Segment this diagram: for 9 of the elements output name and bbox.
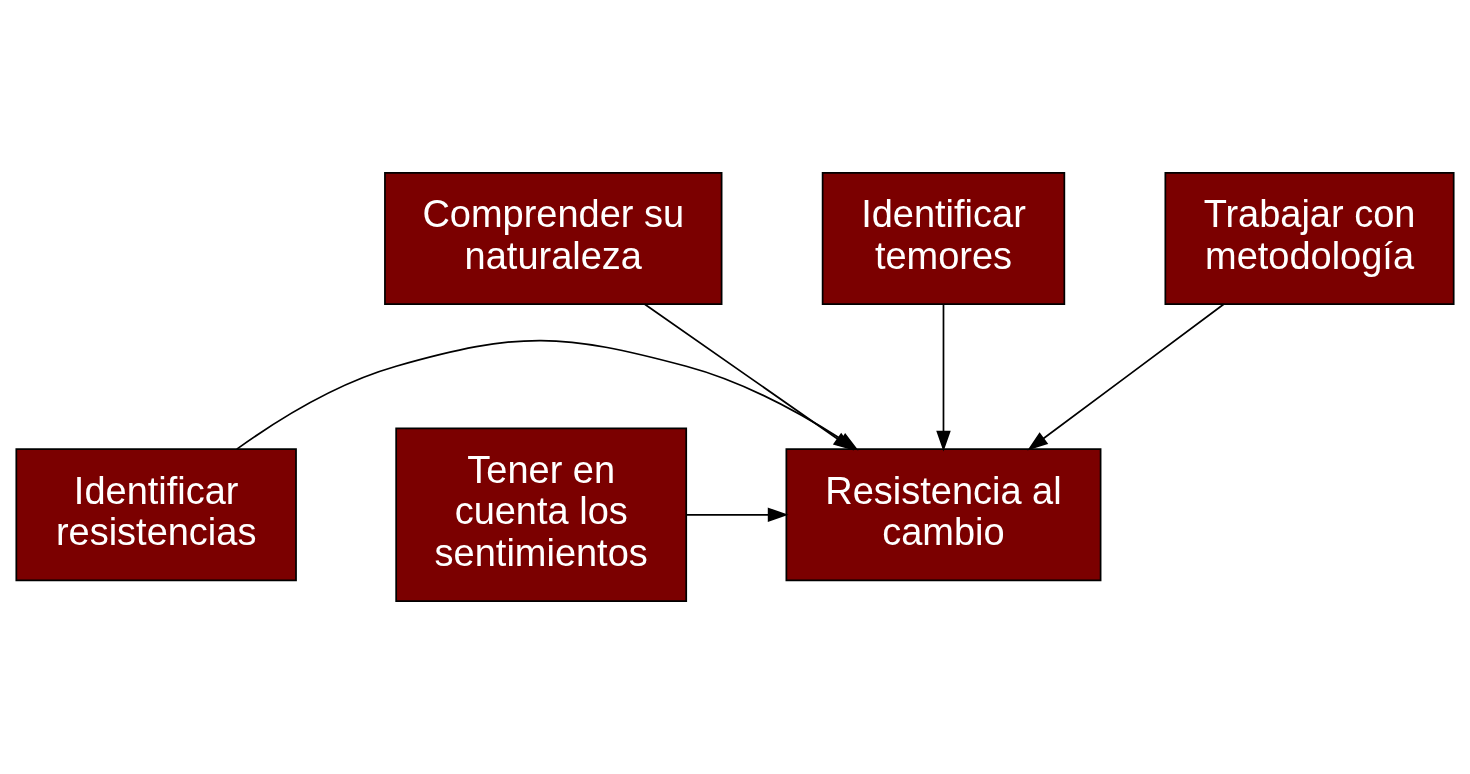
node-box: Trabajar con metodología	[1164, 172, 1455, 305]
arrow	[936, 303, 951, 452]
node-box: Identificar resistencias	[15, 448, 297, 582]
arrow	[1027, 303, 1225, 451]
node-box: Comprender su naturaleza	[384, 172, 723, 305]
arrow	[685, 507, 789, 523]
node-box: Tener en cuenta los sentimientos	[395, 427, 688, 602]
node-box: Identificar temores	[821, 172, 1066, 305]
node-box: Resistencia al cambio	[785, 448, 1102, 582]
